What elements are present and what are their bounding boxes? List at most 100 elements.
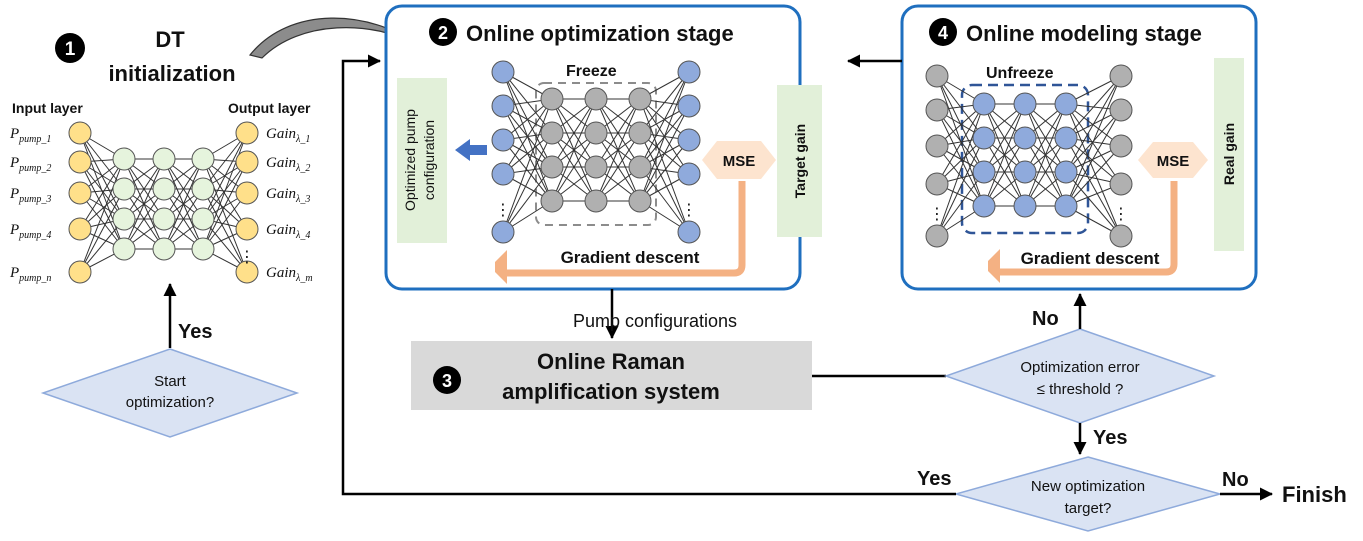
nn2-edge	[639, 71, 690, 134]
nn4-edge	[1024, 103, 1067, 207]
nn2-input-ellipsis: ⋮	[495, 202, 511, 219]
input-label-5: Ppump_n	[9, 265, 51, 284]
nn2-edge	[595, 132, 641, 202]
target-gain-box	[777, 85, 822, 237]
nn1-edge	[79, 192, 125, 250]
stage4-box	[900, 4, 1258, 291]
nn4-nodes	[925, 64, 1133, 248]
nn2-node	[584, 87, 608, 111]
nn2-node	[540, 155, 564, 179]
nn4-edge	[1065, 137, 1122, 185]
nn4-node	[1054, 194, 1078, 218]
output-label-3: Gainλ_3	[266, 186, 310, 205]
step1-title-line2: initialization	[108, 61, 235, 86]
new-target-decision	[953, 456, 1223, 532]
output-label-5: Gainλ_m	[266, 265, 313, 284]
input-label-2: Ppump_2	[9, 155, 51, 174]
step2-number-badge	[429, 18, 457, 46]
nn1-node	[112, 207, 136, 231]
nn1-edge	[163, 158, 204, 220]
mse-label-stage4: MSE	[1157, 153, 1190, 170]
error-decision-line2: ≤ threshold ?	[1037, 381, 1124, 398]
nn2-edge	[595, 98, 641, 168]
nn1-edge	[202, 158, 248, 273]
step1-number-badge	[55, 33, 85, 63]
raman-system-line2: amplification system	[502, 379, 720, 404]
nn1-edge	[202, 158, 248, 230]
step4-number-badge	[929, 18, 957, 46]
yes-label-start: Yes	[178, 321, 212, 343]
start-decision-line2: optimization?	[126, 394, 214, 411]
nn2-node	[677, 220, 701, 244]
nn1-node	[191, 177, 215, 201]
step2-number: 2	[438, 23, 448, 43]
nn4-node	[1054, 92, 1078, 116]
target-decision-line2: target?	[1065, 500, 1112, 517]
nn4-edge	[983, 137, 1026, 207]
nn2-node	[628, 121, 652, 145]
start-decision-line1: Start	[154, 373, 187, 390]
nn1-node	[112, 237, 136, 261]
nn4-edge	[936, 145, 985, 207]
nn2-node	[491, 60, 515, 84]
nn4-edge	[1065, 103, 1122, 185]
nn2-nodes	[491, 60, 701, 244]
nn1-node	[191, 207, 215, 231]
nn1-edge	[123, 188, 165, 250]
nn2-output-ellipsis: ⋮	[681, 202, 697, 219]
finish-label: Finish	[1282, 482, 1347, 507]
nn4-edge	[936, 109, 985, 207]
input-label-1: Ppump_1	[9, 126, 51, 145]
nn4-edge	[983, 103, 1026, 207]
yes-label-error: Yes	[1093, 427, 1127, 449]
step1-title-line1: DT	[155, 27, 185, 52]
stage2-title: Online optimization stage	[466, 21, 734, 46]
nn1-edge	[163, 188, 204, 250]
start-optimization-decision	[40, 348, 300, 438]
optimized-pump-line2: configuration	[421, 120, 437, 200]
gradient-label-stage2: Gradient descent	[561, 248, 700, 267]
nn1-node	[235, 181, 259, 205]
nn2-node	[628, 87, 652, 111]
nn4-node	[1054, 160, 1078, 184]
step1-dt-initialization: 1 DT initialization	[55, 27, 236, 86]
nn1-node	[112, 147, 136, 171]
nn2-edge	[639, 98, 690, 233]
input-layer-label: Input layer	[12, 100, 83, 116]
nn1-edge	[163, 158, 204, 250]
nn2-node	[491, 94, 515, 118]
nn4-node	[1109, 134, 1133, 158]
nn1-node	[152, 177, 176, 201]
mse-label-stage2: MSE	[723, 153, 756, 170]
nn1-edge	[202, 192, 248, 250]
optimized-pump-box	[397, 78, 447, 243]
stage4-title: Online modeling stage	[966, 21, 1202, 46]
nn2-edge	[502, 132, 553, 233]
nn2-node	[584, 155, 608, 179]
nn2-node	[677, 162, 701, 186]
real-gain-box	[1214, 58, 1244, 251]
nn2-node	[584, 121, 608, 145]
gradient-arrowhead-stage4	[988, 249, 1000, 283]
nn1-edge	[202, 132, 248, 190]
output-label-2: Gainλ_2	[266, 155, 310, 174]
nn1-edge	[79, 158, 125, 230]
nn2-edge	[639, 71, 690, 168]
nn1-node	[191, 237, 215, 261]
nn4-edge	[1065, 75, 1122, 207]
nn2-edge	[639, 166, 690, 233]
nn1-edge	[202, 132, 248, 220]
nn4-edge	[1024, 137, 1067, 207]
step3-number-badge	[433, 366, 461, 394]
no-label-error: No	[1032, 308, 1059, 330]
nn1-node	[235, 121, 259, 145]
nn4-node	[1109, 224, 1133, 248]
gradient-path-stage2	[507, 181, 746, 277]
nn4-edge	[1065, 137, 1122, 237]
nn1-edge	[202, 188, 248, 273]
raman-system-box	[411, 341, 812, 410]
nn1-node	[68, 121, 92, 145]
